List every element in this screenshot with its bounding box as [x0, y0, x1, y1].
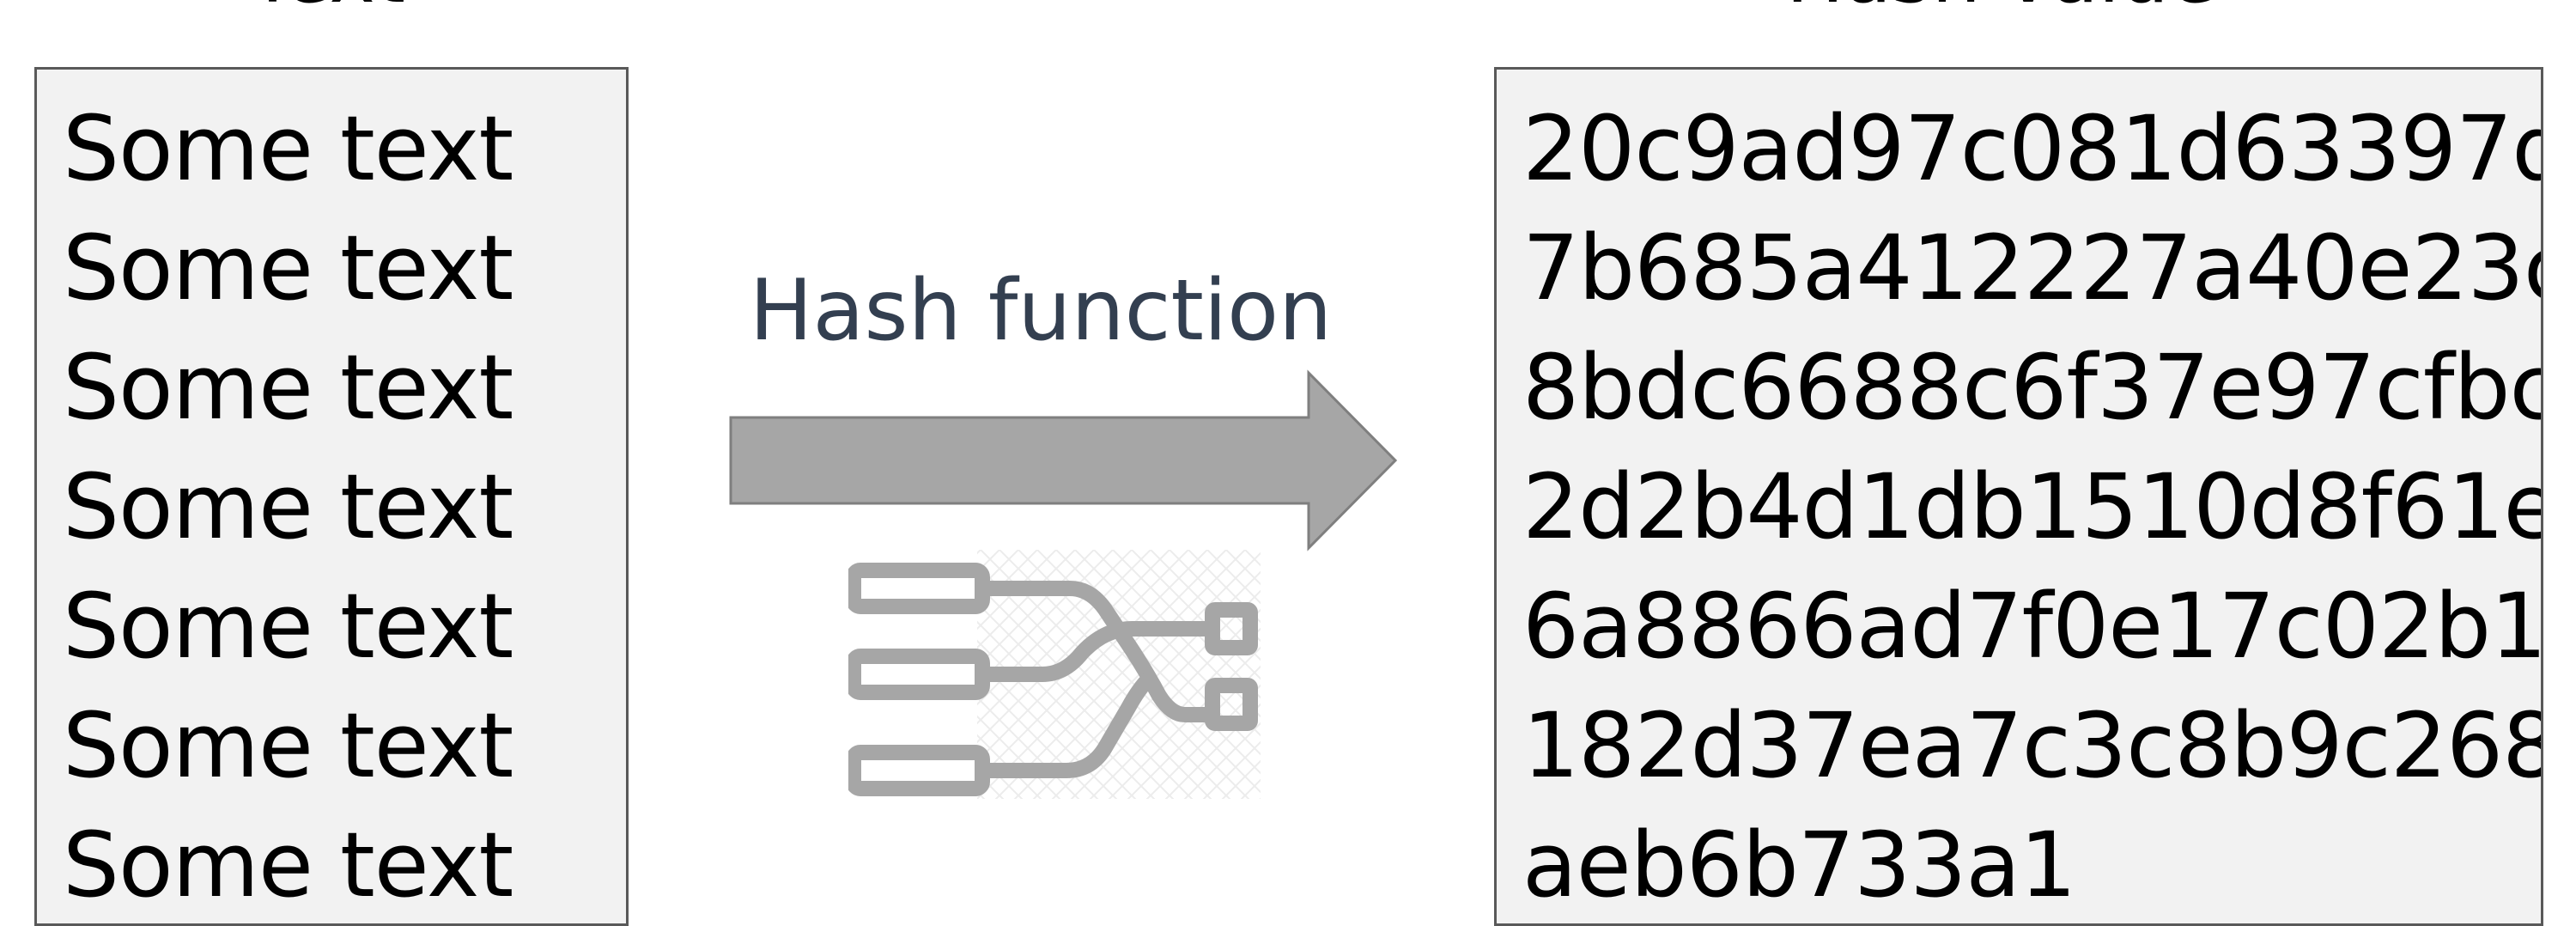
right-arrow-icon	[729, 369, 1398, 551]
hash-network-icon	[848, 550, 1261, 799]
output-heading: Hash value	[1786, 0, 2216, 19]
input-text-line: Some text	[63, 335, 513, 440]
hash-value-line: 7b685a412227a40e23c	[1522, 216, 2543, 320]
hash-function-label: Hash function	[749, 262, 1333, 360]
input-text-line: Some text	[63, 216, 513, 320]
hash-value-line: 8bdc6688c6f37e97cfbc2	[1522, 335, 2543, 440]
input-text-line: Some text	[63, 813, 513, 917]
hash-value-line: 20c9ad97c081d63397d	[1522, 96, 2543, 201]
input-text-line: Some text	[63, 693, 513, 798]
hash-value-line: aeb6b733a1	[1522, 813, 2076, 917]
input-text-line: Some text	[63, 96, 513, 201]
input-text-line: Some text	[63, 574, 513, 679]
hash-value-box: 20c9ad97c081d63397d 7b685a412227a40e23c 8b…	[1494, 67, 2543, 926]
input-heading: Text	[249, 0, 405, 19]
hash-value-line: 6a8866ad7f0e17c02b14	[1522, 574, 2543, 679]
input-text-line: Some text	[63, 454, 513, 559]
hash-value-line: 182d37ea7c3c8b9c2683	[1522, 693, 2543, 798]
hash-value-line: 2d2b4d1db1510d8f61e	[1522, 454, 2543, 559]
hash-value-list: 20c9ad97c081d63397d 7b685a412227a40e23c 8b…	[1522, 95, 2543, 923]
